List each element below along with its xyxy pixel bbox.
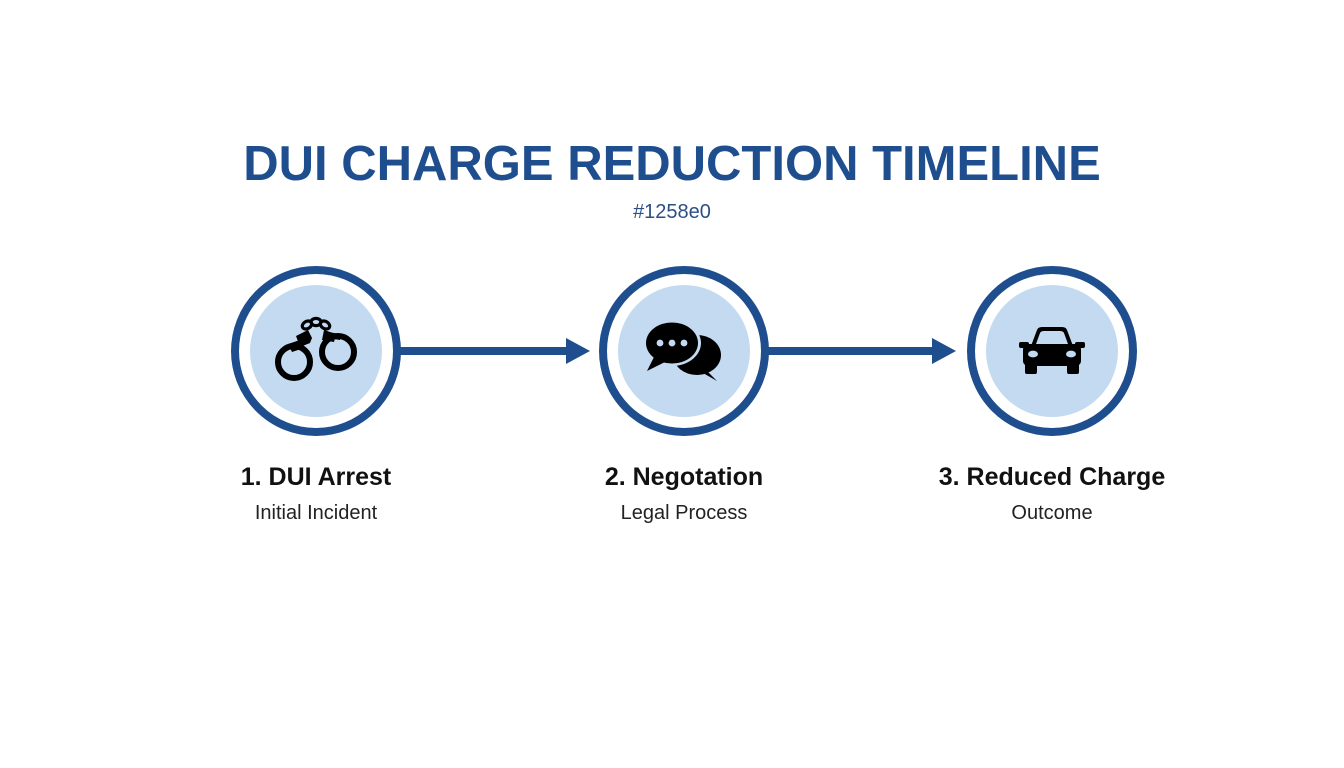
step-circle-fill xyxy=(986,285,1118,417)
step-subtitle: Outcome xyxy=(1011,502,1093,524)
step-title: 3. Reduced Charge xyxy=(938,463,1166,491)
timeline-step-1: 1. DUI Arrest Initial Incident xyxy=(166,266,466,546)
handcuffs-icon xyxy=(270,316,362,386)
arrow-right-icon xyxy=(766,338,956,364)
chat-bubbles-icon xyxy=(643,319,725,383)
step-title: 1. DUI Arrest xyxy=(240,463,392,491)
connector-arrow-1 xyxy=(398,338,590,364)
step-circle xyxy=(231,266,401,436)
step-title: 2. Negotation xyxy=(604,463,764,491)
page-title: DUI CHARGE REDUCTION TIMELINE xyxy=(243,137,1101,191)
page-subtitle: #1258e0 xyxy=(633,201,711,223)
timeline-step-3: 3. Reduced Charge Outcome xyxy=(902,266,1202,546)
arrow-right-icon xyxy=(398,338,590,364)
step-circle-fill xyxy=(250,285,382,417)
car-icon xyxy=(1017,326,1087,376)
step-circle xyxy=(967,266,1137,436)
step-subtitle: Initial Incident xyxy=(254,502,378,524)
step-circle xyxy=(599,266,769,436)
connector-arrow-2 xyxy=(766,338,956,364)
step-subtitle: Legal Process xyxy=(620,502,748,524)
timeline-step-2: 2. Negotation Legal Process xyxy=(534,266,834,546)
step-circle-fill xyxy=(618,285,750,417)
